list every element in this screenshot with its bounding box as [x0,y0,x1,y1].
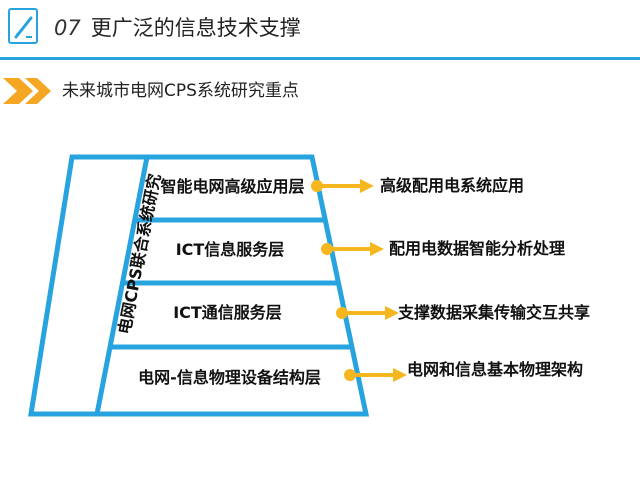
result-label-comm-service: 支撑数据采集传输交互共享 [398,303,591,322]
pyramid-divider-vertical [94,156,150,415]
layer-label-application: 智能电网高级应用层 [160,177,305,196]
arrow-right-icon [344,368,407,382]
result-label-application: 高级配用电系统应用 [380,176,525,195]
layer-label-info-service: ICT信息服务层 [175,240,285,259]
section-title: 未来城市电网CPS系统研究重点 [62,81,299,101]
result-label-physical: 电网和信息基本物理架构 [407,360,584,379]
section-number: 07 [54,16,81,40]
result-label-info-service: 配用电数据智能分析处理 [389,239,566,258]
arrow-right-icon [336,306,399,320]
layer-label-comm-service: ICT通信服务层 [173,303,282,322]
title-text: 更广泛的信息技术支撑 [90,16,301,40]
layer-label-physical: 电网-信息物理设备结构层 [138,368,321,387]
arrow-right-icon [311,179,374,193]
arrow-right-icon [321,242,384,256]
header-divider [0,57,640,60]
double-chevron-icon [3,78,51,104]
section-heading: 未来城市电网CPS系统研究重点 [0,76,640,106]
page-title: 07 更广泛的信息技术支撑 [54,13,301,43]
slide-header: 07 更广泛的信息技术支撑 [0,0,640,60]
edit-pencil-icon [8,8,38,44]
